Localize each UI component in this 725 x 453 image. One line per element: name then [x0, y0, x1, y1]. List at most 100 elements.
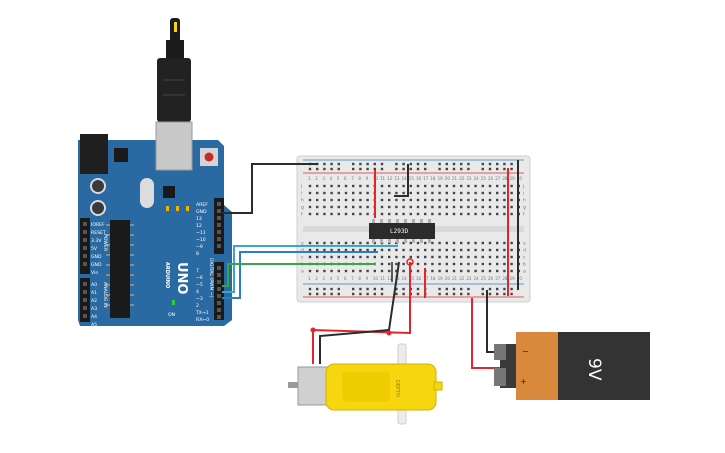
terminal-hole[interactable]: [510, 269, 513, 273]
terminal-hole[interactable]: [438, 255, 441, 259]
terminal-hole[interactable]: [431, 262, 434, 266]
terminal-hole[interactable]: [460, 241, 463, 245]
terminal-hole[interactable]: [395, 191, 398, 195]
terminal-hole[interactable]: [308, 198, 312, 202]
terminal-hole[interactable]: [416, 184, 420, 188]
terminal-hole[interactable]: [337, 241, 340, 245]
terminal-hole[interactable]: [503, 269, 506, 273]
terminal-hole[interactable]: [474, 212, 477, 216]
terminal-hole[interactable]: [359, 248, 362, 252]
wire-gnd-arduino[interactable]: [222, 163, 318, 214]
terminal-hole[interactable]: [503, 241, 506, 245]
terminal-hole[interactable]: [496, 269, 499, 273]
terminal-hole[interactable]: [431, 212, 434, 216]
rail-hole[interactable]: [452, 292, 456, 296]
terminal-hole[interactable]: [438, 198, 441, 202]
rail-hole[interactable]: [460, 292, 463, 296]
rail-hole[interactable]: [496, 162, 499, 166]
terminal-hole[interactable]: [488, 255, 492, 259]
terminal-hole[interactable]: [496, 205, 499, 209]
terminal-hole[interactable]: [460, 205, 463, 209]
terminal-hole[interactable]: [395, 262, 398, 266]
rail-hole[interactable]: [330, 167, 333, 171]
terminal-hole[interactable]: [460, 255, 463, 259]
terminal-hole[interactable]: [467, 269, 470, 273]
terminal-hole[interactable]: [510, 184, 513, 188]
terminal-hole[interactable]: [344, 212, 348, 216]
rail-hole[interactable]: [337, 167, 340, 171]
rail-hole[interactable]: [330, 292, 333, 296]
terminal-hole[interactable]: [316, 198, 319, 202]
terminal-hole[interactable]: [496, 191, 499, 195]
terminal-hole[interactable]: [488, 184, 492, 188]
terminal-hole[interactable]: [308, 269, 312, 273]
terminal-hole[interactable]: [388, 248, 391, 252]
terminal-hole[interactable]: [388, 212, 391, 216]
terminal-hole[interactable]: [388, 198, 391, 202]
terminal-hole[interactable]: [395, 205, 398, 209]
terminal-hole[interactable]: [510, 212, 513, 216]
terminal-hole[interactable]: [316, 212, 319, 216]
rail-hole[interactable]: [409, 162, 412, 166]
terminal-hole[interactable]: [323, 212, 326, 216]
terminal-hole[interactable]: [316, 184, 319, 188]
terminal-hole[interactable]: [424, 248, 427, 252]
terminal-hole[interactable]: [481, 248, 484, 252]
rail-hole[interactable]: [445, 167, 448, 171]
terminal-hole[interactable]: [416, 205, 420, 209]
terminal-hole[interactable]: [452, 184, 456, 188]
terminal-hole[interactable]: [323, 255, 326, 259]
terminal-hole[interactable]: [402, 269, 405, 273]
terminal-hole[interactable]: [366, 248, 369, 252]
terminal-hole[interactable]: [424, 212, 427, 216]
terminal-hole[interactable]: [510, 255, 513, 259]
rail-hole[interactable]: [380, 287, 384, 291]
rail-hole[interactable]: [445, 292, 448, 296]
rail-hole[interactable]: [337, 292, 340, 296]
terminal-hole[interactable]: [467, 184, 470, 188]
rail-hole[interactable]: [373, 162, 376, 166]
terminal-hole[interactable]: [352, 255, 355, 259]
terminal-hole[interactable]: [460, 212, 463, 216]
terminal-hole[interactable]: [395, 248, 398, 252]
rail-hole[interactable]: [352, 292, 355, 296]
terminal-hole[interactable]: [308, 248, 312, 252]
terminal-hole[interactable]: [488, 191, 492, 195]
rail-hole[interactable]: [424, 162, 427, 166]
terminal-hole[interactable]: [510, 191, 513, 195]
rail-hole[interactable]: [380, 167, 384, 171]
terminal-hole[interactable]: [409, 198, 412, 202]
terminal-hole[interactable]: [352, 248, 355, 252]
rail-hole[interactable]: [316, 287, 319, 291]
terminal-hole[interactable]: [510, 248, 513, 252]
rail-hole[interactable]: [452, 167, 456, 171]
terminal-hole[interactable]: [344, 255, 348, 259]
terminal-hole[interactable]: [510, 262, 513, 266]
rail-hole[interactable]: [395, 287, 398, 291]
terminal-hole[interactable]: [452, 212, 456, 216]
terminal-hole[interactable]: [359, 269, 362, 273]
rail-hole[interactable]: [366, 292, 369, 296]
rail-hole[interactable]: [402, 167, 405, 171]
rail-hole[interactable]: [445, 162, 448, 166]
terminal-hole[interactable]: [402, 198, 405, 202]
terminal-hole[interactable]: [474, 269, 477, 273]
rail-hole[interactable]: [395, 167, 398, 171]
terminal-hole[interactable]: [496, 248, 499, 252]
rail-hole[interactable]: [424, 167, 427, 171]
terminal-hole[interactable]: [481, 255, 484, 259]
rail-hole[interactable]: [323, 292, 326, 296]
terminal-hole[interactable]: [409, 205, 412, 209]
terminal-hole[interactable]: [481, 191, 484, 195]
terminal-hole[interactable]: [388, 262, 391, 266]
wire-signal-blue[interactable]: [222, 251, 378, 299]
rail-hole[interactable]: [366, 162, 369, 166]
terminal-hole[interactable]: [452, 205, 456, 209]
terminal-hole[interactable]: [438, 205, 441, 209]
terminal-hole[interactable]: [460, 269, 463, 273]
rail-hole[interactable]: [481, 167, 484, 171]
terminal-hole[interactable]: [359, 241, 362, 245]
rail-hole[interactable]: [438, 167, 441, 171]
rail-hole[interactable]: [438, 292, 441, 296]
rail-hole[interactable]: [337, 287, 340, 291]
